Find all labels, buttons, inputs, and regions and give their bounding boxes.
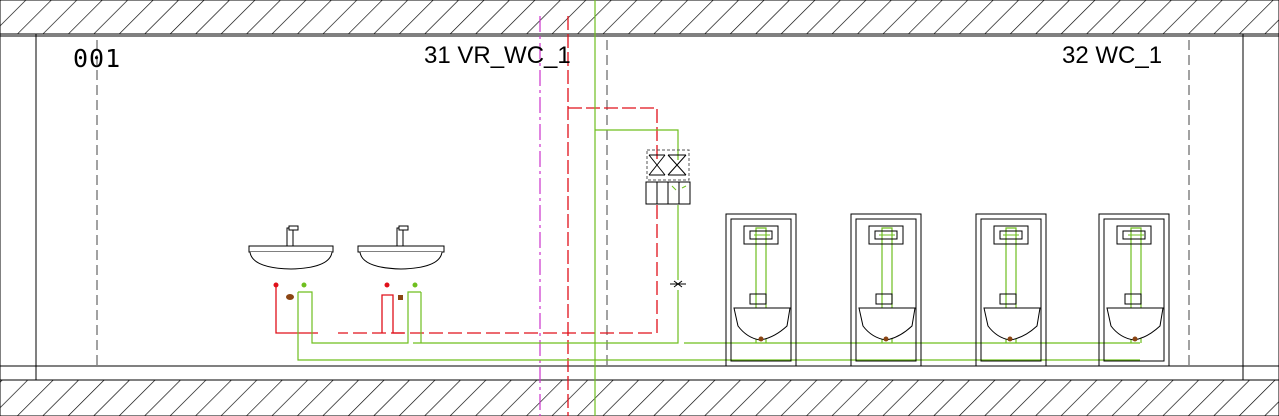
room-label-vr-wc: 31 VR_WC_1: [424, 42, 571, 69]
washbasin: [357, 225, 445, 300]
left-wall: [0, 33, 37, 381]
washbasin: [248, 225, 334, 300]
room-label-wc: 32 WC_1: [1062, 42, 1163, 69]
floor-slab: [0, 379, 1279, 416]
wc-unit: [725, 213, 797, 367]
wc-unit: [975, 213, 1047, 367]
cold-water-pipes: [297, 0, 1142, 416]
valve-group: [645, 149, 691, 288]
wc-unit: [850, 213, 922, 367]
room-boundaries: [96, 40, 1190, 366]
right-wall: [1242, 33, 1279, 381]
ceiling-slab: [0, 0, 1279, 35]
hot-water-pipes: [275, 16, 658, 416]
level-label: 001: [73, 44, 122, 73]
wc-unit: [1098, 213, 1170, 367]
